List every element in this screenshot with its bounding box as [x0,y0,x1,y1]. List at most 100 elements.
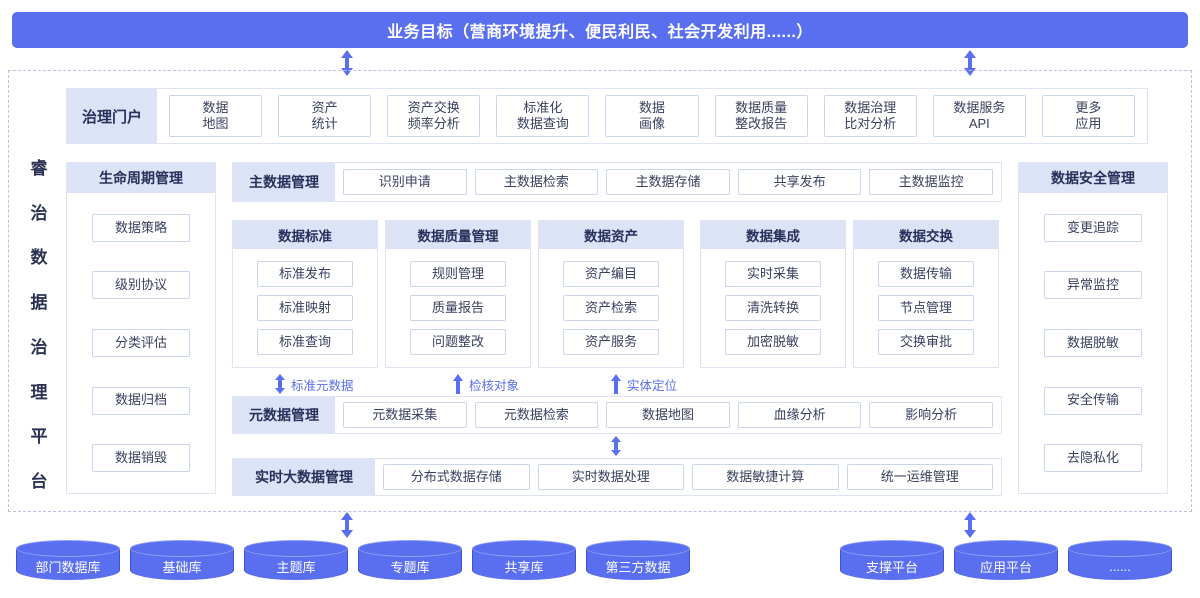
up-arrow-icon [453,374,463,394]
capability-card-data-quality: 数据质量管理 规则管理 质量报告 问题整改 [385,220,531,368]
master-data-management-row: 主数据管理 识别申请 主数据检索 主数据存储 共享发布 主数据监控 [232,162,1002,202]
card-item[interactable]: 规则管理 [410,261,506,287]
platform-cylinder[interactable]: 应用平台 [954,540,1058,586]
flow-label-check-object: 检核对象 [452,374,519,394]
card-item[interactable]: 质量报告 [410,295,506,321]
card-item[interactable]: 标准映射 [257,295,353,321]
lifecycle-panel-items: 数据策略 级别协议 分类评估 数据归档 数据销毁 [67,193,215,493]
card-item[interactable]: 标准查询 [257,329,353,355]
lifecycle-item[interactable]: 数据销毁 [92,444,190,473]
realtime-item[interactable]: 分布式数据存储 [383,464,530,490]
connector-arrow-top-right [962,50,978,76]
lifecycle-item[interactable]: 级别协议 [92,271,190,300]
card-items: 标准发布 标准映射 标准查询 [233,249,377,367]
cylinder-top [130,540,234,557]
lifecycle-item[interactable]: 分类评估 [92,328,190,357]
portal-item[interactable]: 数据地图 [169,95,263,137]
cylinder-label: 应用平台 [979,559,1032,575]
realtime-item[interactable]: 统一运维管理 [846,464,993,490]
security-item[interactable]: 数据脱敏 [1044,328,1142,357]
card-item[interactable]: 资产编目 [563,261,659,287]
master-data-label: 主数据管理 [233,163,335,201]
flow-label-text: 标准元数据 [291,378,354,393]
data-source-cylinder[interactable]: 主题库 [244,540,348,586]
card-item[interactable]: 资产检索 [563,295,659,321]
portal-item[interactable]: 更多应用 [1041,95,1135,137]
cylinder-top [840,540,944,557]
cylinder-top [472,540,576,557]
cylinder-label: 第三方数据 [605,559,671,575]
data-source-cylinder[interactable]: 专题库 [358,540,462,586]
realtime-item[interactable]: 数据敏捷计算 [692,464,839,490]
metadata-item[interactable]: 数据地图 [606,402,730,428]
security-item[interactable]: 变更追踪 [1044,213,1142,242]
portal-item[interactable]: 数据画像 [605,95,699,137]
capability-card-data-asset: 数据资产 资产编目 资产检索 资产服务 [538,220,684,368]
vertical-char: 治 [30,337,48,357]
portal-item[interactable]: 标准化数据查询 [496,95,590,137]
governance-portal-row: 治理门户 数据地图 资产统计 资产交换频率分析 标准化数据查询 数据画像 数据质… [66,88,1148,144]
metadata-management-row: 元数据管理 元数据采集 元数据检索 数据地图 血缘分析 影响分析 [232,396,1002,434]
portal-item[interactable]: 资产交换频率分析 [387,95,481,137]
master-data-items: 识别申请 主数据检索 主数据存储 共享发布 主数据监控 [335,163,1001,201]
lifecycle-panel-title: 生命周期管理 [67,163,215,193]
cylinder-top [244,540,348,557]
metadata-item[interactable]: 元数据采集 [343,402,467,428]
security-item[interactable]: 安全传输 [1044,386,1142,415]
metadata-item[interactable]: 元数据检索 [474,402,599,428]
card-item[interactable]: 资产服务 [563,329,659,355]
platform-cylinder[interactable]: ...... [1068,540,1172,586]
master-data-item[interactable]: 主数据监控 [869,169,993,195]
cylinder-label: 基础库 [162,559,202,575]
vertical-char: 理 [30,382,48,402]
card-title: 数据质量管理 [386,221,530,249]
security-item[interactable]: 异常监控 [1044,271,1142,300]
card-item[interactable]: 标准发布 [257,261,353,287]
flow-label-text: 检核对象 [469,378,520,393]
portal-item[interactable]: 资产统计 [278,95,372,137]
connector-arrow-metadata-realtime [608,436,624,456]
portal-item[interactable]: 数据治理比对分析 [823,95,917,137]
governance-portal-items: 数据地图 资产统计 资产交换频率分析 标准化数据查询 数据画像 数据质量整改报告… [157,89,1147,143]
security-panel-title: 数据安全管理 [1019,163,1167,193]
vertical-char: 台 [30,471,48,491]
realtime-item[interactable]: 实时数据处理 [537,464,684,490]
card-item[interactable]: 清洗转换 [725,295,821,321]
card-title: 数据资产 [539,221,683,249]
lifecycle-item[interactable]: 数据策略 [92,213,190,242]
card-items: 数据传输 节点管理 交换审批 [854,249,998,367]
realtime-bigdata-management-row: 实时大数据管理 分布式数据存储 实时数据处理 数据敏捷计算 统一运维管理 [232,458,1002,496]
master-data-item[interactable]: 共享发布 [737,169,862,195]
metadata-item[interactable]: 影响分析 [869,402,993,428]
flow-label-text: 实体定位 [627,378,678,393]
master-data-item[interactable]: 主数据检索 [474,169,599,195]
cylinder-top [16,540,120,557]
data-source-cylinder[interactable]: 部门数据库 [16,540,120,586]
security-item[interactable]: 去隐私化 [1044,444,1142,473]
card-item[interactable]: 问题整改 [410,329,506,355]
metadata-item[interactable]: 血缘分析 [737,402,862,428]
master-data-item[interactable]: 识别申请 [343,169,467,195]
card-item[interactable]: 数据传输 [878,261,974,287]
realtime-bigdata-items: 分布式数据存储 实时数据处理 数据敏捷计算 统一运维管理 [375,459,1001,495]
lifecycle-management-panel: 生命周期管理 数据策略 级别协议 分类评估 数据归档 数据销毁 [66,162,216,494]
card-item[interactable]: 节点管理 [878,295,974,321]
lifecycle-item[interactable]: 数据归档 [92,386,190,415]
card-item[interactable]: 加密脱敏 [725,329,821,355]
cylinder-label: 支撑平台 [865,559,918,575]
card-item[interactable]: 交换审批 [878,329,974,355]
vertical-char: 平 [30,427,48,447]
connector-arrow-bottom-right [962,512,978,538]
data-source-cylinder[interactable]: 共享库 [472,540,576,586]
card-item[interactable]: 实时采集 [725,261,821,287]
portal-item[interactable]: 数据质量整改报告 [714,95,808,137]
data-source-cylinder[interactable]: 第三方数据 [586,540,690,586]
master-data-item[interactable]: 主数据存储 [606,169,730,195]
cylinder-label: 部门数据库 [35,559,101,575]
platform-cylinder[interactable]: 支撑平台 [840,540,944,586]
connector-arrow-bottom-left [339,512,355,538]
capability-card-data-exchange: 数据交换 数据传输 节点管理 交换审批 [853,220,999,368]
flow-label-entity-locate: 实体定位 [610,374,677,394]
data-source-cylinder[interactable]: 基础库 [130,540,234,586]
